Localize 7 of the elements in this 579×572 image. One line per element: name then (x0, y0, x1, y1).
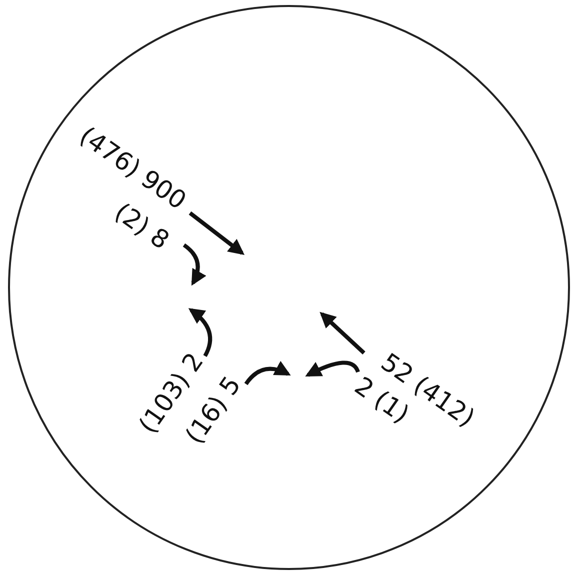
arrow (244, 361, 291, 386)
arrow (320, 312, 366, 354)
arrow (305, 360, 360, 377)
arrow (182, 243, 206, 286)
arrow (188, 308, 212, 357)
circle-outline (8, 5, 570, 570)
arrow (188, 211, 245, 255)
